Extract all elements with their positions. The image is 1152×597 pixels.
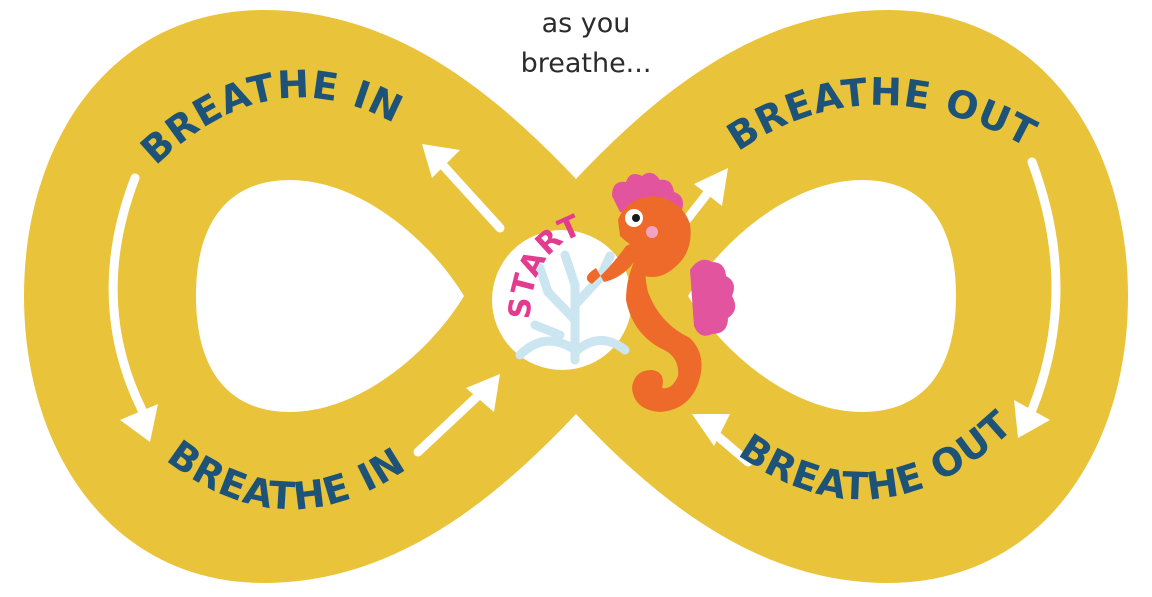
seahorse-fin <box>690 260 735 336</box>
seahorse-cheek <box>646 226 658 238</box>
caption-line-1: as you <box>476 4 696 44</box>
caption-line-2: breathe... <box>476 44 696 84</box>
caption: as you breathe... <box>476 4 696 84</box>
seahorse-pupil <box>632 214 640 222</box>
